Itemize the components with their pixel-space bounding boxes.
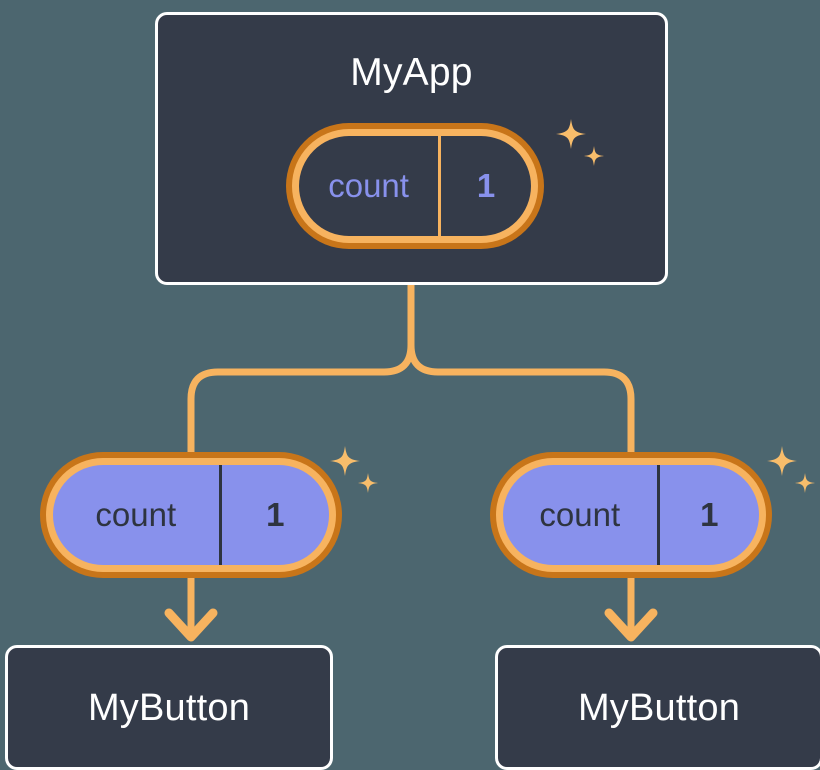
state-pill-ring-inner: count 1	[496, 458, 766, 572]
page-title: MyApp	[350, 51, 473, 94]
tree-branch-connector	[187, 281, 415, 459]
state-value-label: 1	[656, 465, 759, 565]
sparkle-icon-small	[584, 146, 604, 166]
state-key-label: count	[539, 496, 621, 533]
state-pill-body: count 1	[503, 465, 759, 565]
state-pill-myapp[interactable]: count 1	[286, 123, 544, 249]
component-node-myapp[interactable]: MyApp count 1	[155, 12, 668, 285]
state-pill-body: count 1	[53, 465, 329, 565]
sparkle-icon-large	[556, 119, 586, 149]
state-pill-ring-outer: count 1	[40, 452, 342, 578]
state-pill-child-left[interactable]: count 1	[40, 452, 342, 578]
tree-branch-connector-right	[407, 341, 635, 459]
arrow-down-icon-right	[604, 568, 658, 642]
state-value-label: 1	[218, 465, 329, 565]
sparkle-group-myapp	[556, 119, 604, 166]
component-node-mybutton-left[interactable]: MyButton	[5, 645, 333, 770]
component-node-mybutton-right[interactable]: MyButton	[495, 645, 820, 770]
state-pill-ring-inner: count 1	[292, 129, 538, 243]
state-value-label: 1	[438, 136, 531, 236]
arrow-down-icon-left	[164, 568, 218, 642]
state-key-label: count	[95, 496, 177, 533]
state-pill-ring-outer: count 1	[286, 123, 544, 249]
state-pill-ring-outer: count 1	[490, 452, 772, 578]
state-pill-body: count 1	[299, 136, 531, 236]
component-title: MyButton	[577, 686, 741, 729]
state-pill-ring-inner: count 1	[46, 458, 336, 572]
state-key-label: count	[328, 167, 409, 204]
component-title: MyButton	[87, 686, 251, 729]
state-pill-child-right[interactable]: count 1	[490, 452, 772, 578]
